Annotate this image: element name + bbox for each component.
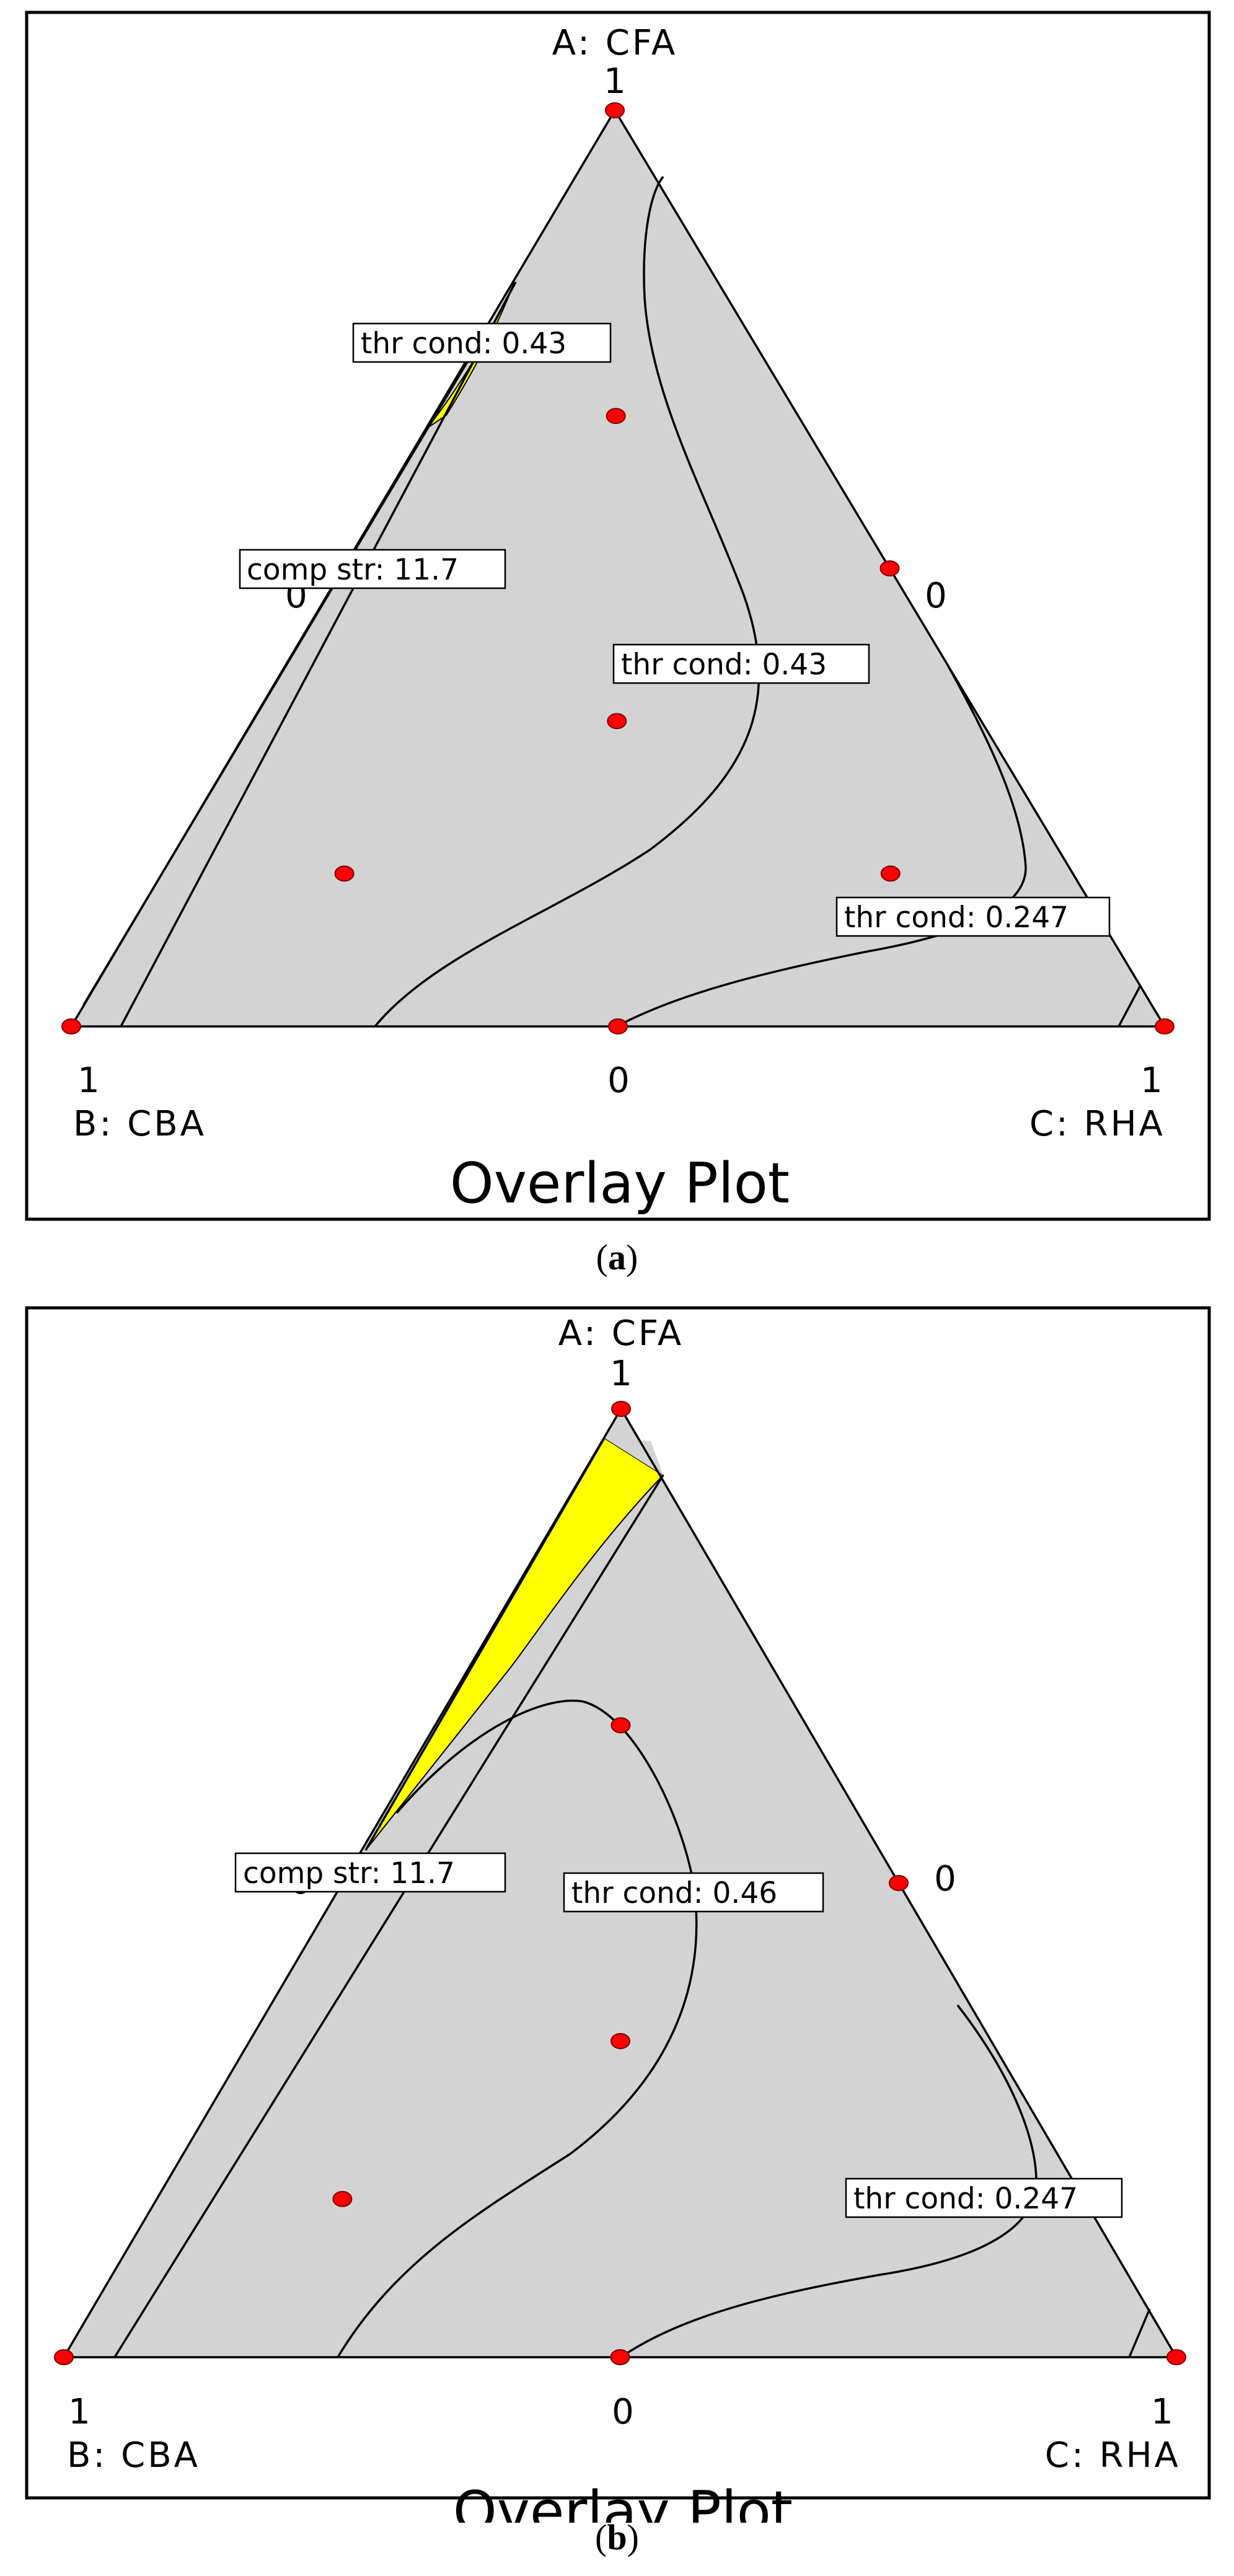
- contour-line-thr-cond-046: [337, 1700, 698, 2358]
- design-point: [606, 408, 626, 425]
- contour-label-box: thr cond: 0.247: [835, 896, 1111, 937]
- vertex-b-tick: 1: [77, 1061, 100, 1101]
- design-point: [607, 713, 627, 730]
- caption-letter: a: [608, 1237, 626, 1277]
- ternary-region-fill: [71, 110, 1165, 1026]
- vertex-a-label: A: CFA: [552, 23, 677, 63]
- contour-label-box: comp str: 11.7: [239, 549, 506, 589]
- vertex-c-label: C: RHA: [1029, 1104, 1165, 1144]
- vertex-c-tick: 1: [1151, 2392, 1173, 2432]
- design-point: [1166, 2349, 1186, 2365]
- contour-label-text: thr cond: 0.46: [571, 1876, 777, 1910]
- contour-label-text: comp str: 11.7: [247, 553, 459, 587]
- contour-label-text: comp str: 11.7: [243, 1856, 455, 1890]
- contour-line-comp-str: [120, 281, 517, 1027]
- plot-title: Overlay Plot: [453, 2479, 793, 2523]
- panel-caption-b: (b): [595, 2517, 639, 2557]
- right-mid-tick: 0: [925, 576, 947, 616]
- contour-label-box: comp str: 11.7: [234, 1852, 506, 1893]
- design-point: [610, 2033, 630, 2049]
- ternary-chart-a: A: CFA 1 0 0 1 0 1 B: CBA C: RHA Overlay…: [25, 11, 1211, 1221]
- design-point: [889, 1875, 909, 1891]
- overlay-plot-panel-b: A: CFA 1 0 0 1 0 1 B: CBA C: RHA Overlay…: [0, 1292, 1234, 2523]
- contour-line-thr-cond-edge: [1128, 2308, 1151, 2358]
- design-point: [332, 2190, 353, 2207]
- right-mid-tick: 0: [934, 1859, 956, 1899]
- vertex-a-tick: 1: [610, 1354, 632, 1394]
- feasible-region: [365, 1437, 664, 1851]
- vertex-b-tick: 1: [68, 2392, 90, 2432]
- design-point: [608, 1018, 628, 1034]
- design-point: [1155, 1018, 1175, 1034]
- vertex-a-tick: 1: [604, 61, 626, 102]
- contour-label-text: thr cond: 0.247: [853, 2182, 1078, 2216]
- bottom-mid-tick: 0: [607, 1061, 630, 1101]
- contour-label-text: thr cond: 0.43: [621, 648, 827, 682]
- contour-label-box: thr cond: 0.46: [563, 1872, 824, 1913]
- design-point: [605, 102, 625, 118]
- contour-line-thr-cond-edge: [1117, 985, 1142, 1027]
- ternary-chart-b: A: CFA 1 0 0 1 0 1 B: CBA C: RHA Overlay…: [25, 1306, 1211, 2523]
- design-point: [879, 560, 900, 576]
- bottom-mid-tick: 0: [612, 2392, 634, 2432]
- caption-letter: b: [607, 2517, 627, 2557]
- vertex-b-label: B: CBA: [67, 2435, 200, 2476]
- design-point: [54, 2349, 74, 2365]
- contour-label-box: thr cond: 0.43: [612, 643, 870, 684]
- design-point: [61, 1018, 81, 1034]
- contour-label-text: thr cond: 0.43: [361, 327, 566, 361]
- contour-label-box: thr cond: 0.247: [845, 2177, 1123, 2218]
- design-point: [880, 865, 901, 882]
- plot-title: Overlay Plot: [450, 1151, 790, 1216]
- contour-line-comp-str: [113, 1475, 664, 2358]
- contour-line-thr-cond-0247: [620, 2004, 1038, 2358]
- contour-line-thr-cond-043: [374, 175, 760, 1028]
- vertex-a-label: A: CFA: [558, 1313, 684, 1354]
- vertex-c-label: C: RHA: [1045, 2435, 1181, 2476]
- design-point: [611, 1401, 631, 1417]
- panel-caption-a: (a): [596, 1237, 638, 1277]
- contour-label-text: thr cond: 0.247: [844, 901, 1069, 935]
- design-point: [334, 865, 355, 882]
- design-point: [610, 2349, 630, 2365]
- design-point: [610, 1717, 631, 1734]
- contour-label-box: thr cond: 0.43: [352, 322, 612, 363]
- vertex-b-label: B: CBA: [73, 1104, 206, 1144]
- vertex-c-tick: 1: [1140, 1061, 1163, 1101]
- ternary-region-fill: [604, 1438, 663, 1475]
- overlay-plot-panel-a: A: CFA 1 0 0 1 0 1 B: CBA C: RHA Overlay…: [0, 0, 1234, 1230]
